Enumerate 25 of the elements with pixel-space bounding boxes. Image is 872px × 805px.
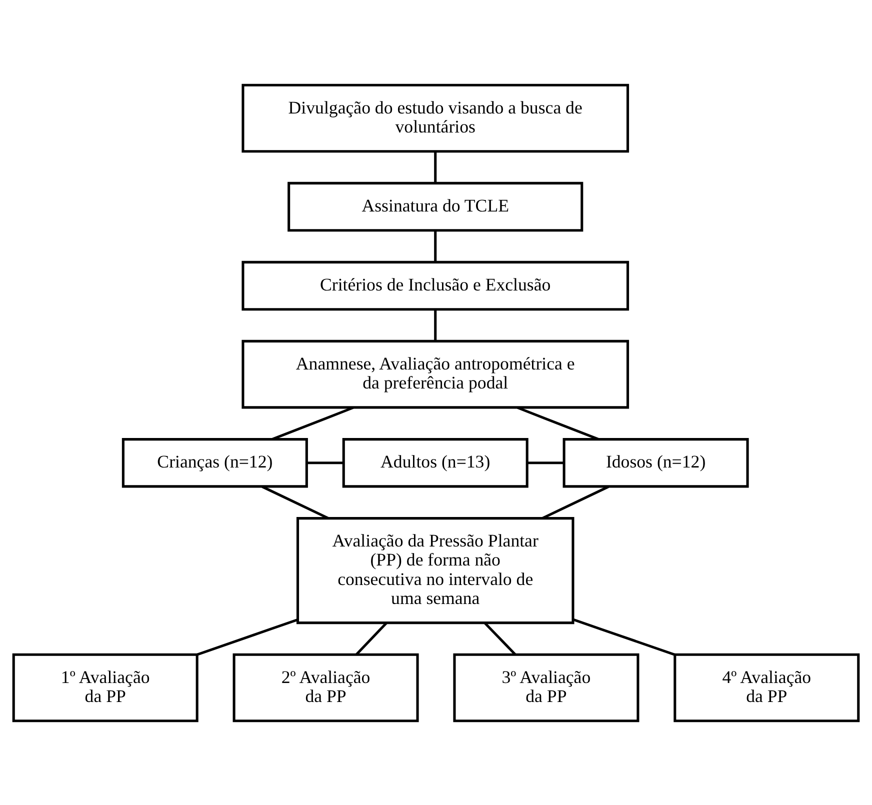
node-box: Critérios de Inclusão e Exclusão: [242, 260, 630, 310]
node-box: Crianças (n=12): [122, 438, 308, 488]
connector: [434, 309, 437, 340]
connector: [572, 618, 676, 656]
node-box: Divulgação do estudo visando a busca de voluntários: [242, 83, 630, 152]
node-box: Anamnese, Avaliação antropométrica e da preferência podal: [242, 339, 630, 408]
connector: [307, 461, 344, 464]
connector: [196, 618, 298, 656]
node-box: Adultos (n=13): [342, 438, 528, 488]
node-box: 2º Avaliação da PP: [232, 652, 419, 722]
node-box: Avaliação da Pressão Plantar (PP) de forma não consecutiva no intervalo de uma semana: [296, 516, 574, 624]
connector: [262, 485, 329, 519]
connector: [434, 151, 437, 183]
node-box: 1º Avaliação da PP: [12, 652, 198, 722]
connector: [484, 622, 516, 655]
node-box: 4º Avaliação da PP: [674, 652, 860, 722]
node-box: 3º Avaliação da PP: [453, 652, 640, 722]
connector: [434, 230, 437, 262]
connector: [528, 461, 564, 464]
connector: [542, 485, 610, 519]
node-box: Idosos (n=12): [562, 438, 749, 488]
connector: [272, 406, 354, 440]
connector: [516, 406, 599, 440]
node-box: Assinatura do TCLE: [288, 181, 584, 232]
connector: [356, 622, 388, 655]
